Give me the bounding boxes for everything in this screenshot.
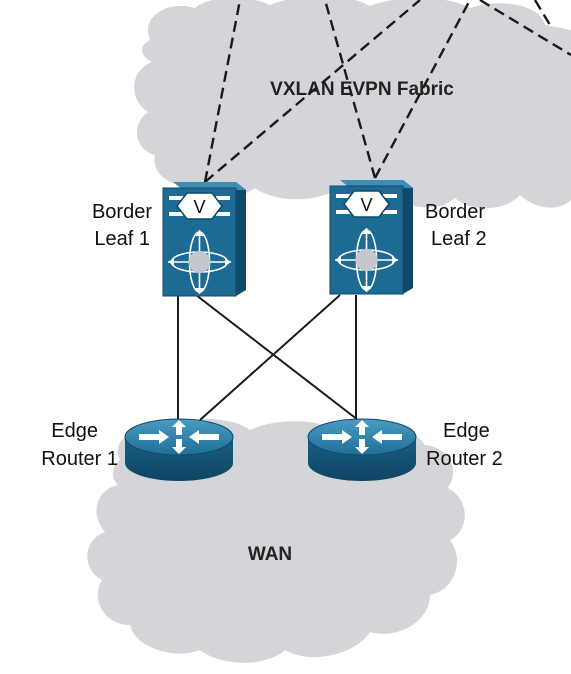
router-icon <box>124 418 234 481</box>
fabric-link <box>203 0 242 183</box>
label-line: Leaf 2 <box>431 228 487 250</box>
edge-router-1-label: Edge Router 1 <box>41 420 118 470</box>
label-line: Edge <box>443 420 490 442</box>
router-icon <box>307 418 417 481</box>
wan-cloud-label: WAN <box>248 544 292 565</box>
border-leaf-1[interactable]: V <box>162 182 246 297</box>
fabric-link <box>323 0 377 179</box>
edge-router-2[interactable] <box>307 418 417 481</box>
link-bl1-er2 <box>195 294 359 421</box>
edge-router-1[interactable] <box>124 418 234 481</box>
edge-router-2-label: Edge Router 2 <box>426 420 503 470</box>
border-leaf-1-badge: V <box>193 197 205 217</box>
fabric-link <box>533 0 552 26</box>
border-leaf-2[interactable]: V <box>329 180 413 295</box>
border-leaf-2-label: Border Leaf 2 <box>425 201 487 250</box>
label-line: Router 1 <box>41 448 118 470</box>
fabric-cloud-label: VXLAN EVPN Fabric <box>270 79 454 100</box>
link-bl2-er1 <box>199 294 341 421</box>
label-line: Router 2 <box>426 448 503 470</box>
label-line: Border <box>425 201 485 223</box>
border-leaf-2-badge: V <box>360 195 372 215</box>
physical-links <box>177 294 359 421</box>
fabric-link <box>204 0 421 183</box>
nexus-switch-icon: V <box>162 182 246 297</box>
label-line: Border <box>92 201 152 223</box>
fabric-link <box>479 0 571 57</box>
vxlan-evpn-fabric-cloud: VXLAN EVPN Fabric <box>134 0 571 209</box>
nexus-switch-icon: V <box>329 180 413 295</box>
label-line: Edge <box>51 420 98 442</box>
fabric-uplinks <box>203 0 571 183</box>
label-line: Leaf 1 <box>94 228 150 250</box>
border-leaf-1-label: Border Leaf 1 <box>92 201 152 250</box>
